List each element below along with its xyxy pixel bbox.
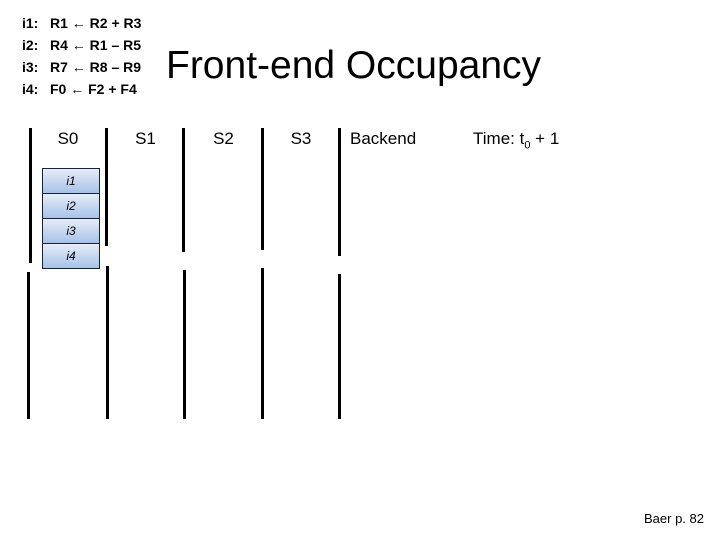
- time-suffix: + 1: [530, 129, 560, 148]
- instruction-label: i3:: [22, 59, 39, 75]
- lane-divider-4-bottom: [261, 268, 264, 419]
- backend-label: Backend: [350, 129, 417, 148]
- instruction-expression: R7 ← R8 – R9: [50, 59, 142, 75]
- instruction-expression: R1 ← R2 + R3: [50, 15, 142, 31]
- citation: Baer p. 82: [644, 511, 704, 526]
- lane-divider-4-top: [261, 128, 264, 250]
- page-title: Front-end Occupancy: [166, 44, 542, 87]
- instruction-row: i4: F0 ← F2 + F4: [22, 78, 141, 100]
- stage-header-s2: S2: [213, 129, 234, 148]
- lane-divider-2-bottom: [106, 266, 109, 419]
- queue-box-i2: i2: [42, 193, 100, 219]
- instruction-expression: R4 ← R1 – R5: [50, 37, 142, 53]
- time-prefix: Time: t: [473, 129, 525, 148]
- instruction-row: i1: R1 ← R2 + R3: [22, 12, 141, 34]
- stage-header-s1: S1: [135, 129, 156, 148]
- time-label: Time: t0 + 1: [473, 129, 559, 151]
- time-subscript: 0: [524, 139, 531, 152]
- instruction-expression: F0 ← F2 + F4: [50, 81, 137, 97]
- lane-divider-3-bottom: [183, 270, 186, 419]
- instruction-row: i2: R4 ← R1 – R5: [22, 34, 141, 56]
- instruction-list: i1: R1 ← R2 + R3 i2: R4 ← R1 – R5 i3: R7…: [22, 12, 141, 100]
- stage-header-s0: S0: [57, 129, 79, 148]
- queue-box-i3: i3: [42, 218, 100, 244]
- queue-box-i4: i4: [42, 243, 100, 269]
- lane-divider-2-top: [105, 128, 108, 246]
- instruction-label: i4:: [22, 81, 39, 97]
- lane-divider-5-top: [338, 128, 341, 256]
- lane-divider-1-top: [29, 128, 32, 263]
- queue-box-i1: i1: [42, 168, 100, 194]
- lane-divider-5-bottom: [338, 274, 341, 419]
- instruction-label: i1:: [22, 15, 39, 31]
- instruction-row: i3: R7 ← R8 – R9: [22, 56, 141, 78]
- lane-divider-3-top: [182, 128, 185, 252]
- instruction-label: i2:: [22, 37, 39, 53]
- stage-header-s3: S3: [290, 129, 312, 148]
- lane-divider-1-bottom: [27, 272, 30, 419]
